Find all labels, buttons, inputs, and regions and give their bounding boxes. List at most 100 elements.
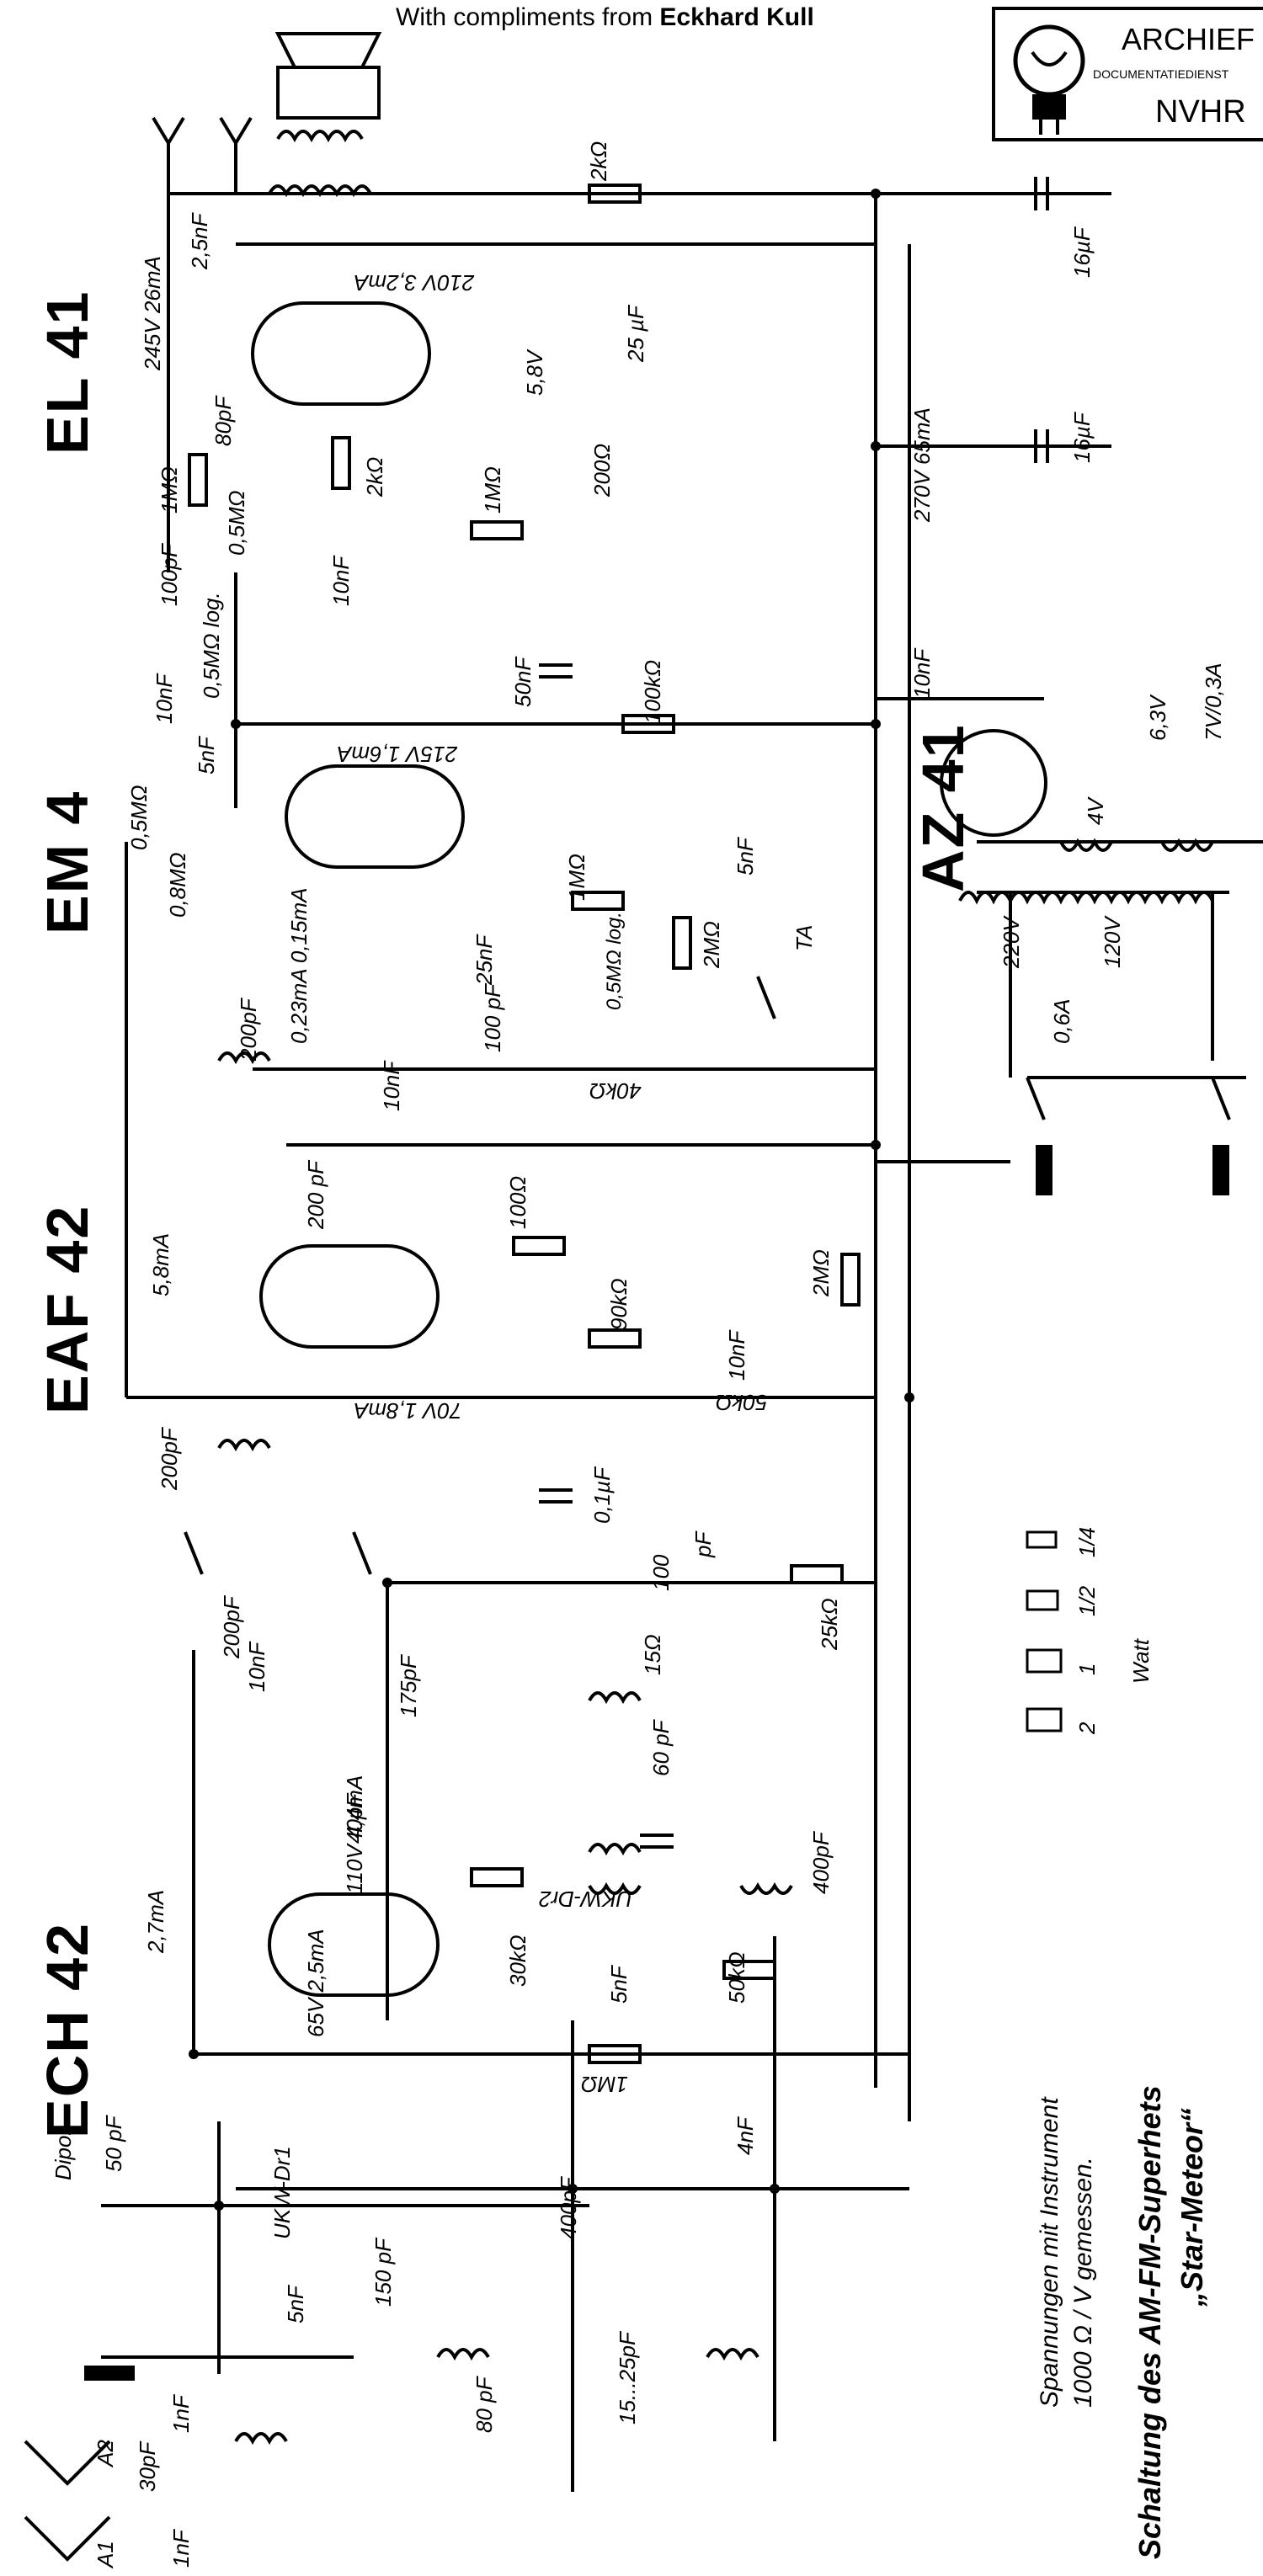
label-c-200pf-a: 200pF — [236, 998, 261, 1061]
legend-size-1: 1/4 — [1074, 1526, 1100, 1557]
label-r-200: 200Ω — [589, 443, 615, 497]
legend-watt-label: Watt — [1128, 1639, 1154, 1684]
label-r-2m-b: 2MΩ — [808, 1249, 834, 1296]
label-c-10nf-b: 10nF — [152, 673, 177, 724]
label-a1: A1 — [93, 2541, 118, 2568]
label-a2: A2 — [93, 2440, 118, 2467]
label-fuse: 0,6A — [1049, 998, 1074, 1045]
label-c-pf: pF — [690, 1531, 716, 1557]
label-r-1m-em: 1MΩ — [564, 854, 589, 901]
tube-label-em4: EM 4 — [35, 790, 100, 934]
label-c-10nf-a: 10nF — [328, 556, 354, 606]
label-v-70: 70V 1,8mA — [354, 1398, 462, 1424]
label-v-5-8: 5,8V — [522, 350, 547, 397]
label-r-40k: 40kΩ — [589, 1078, 642, 1104]
caption-title-line-2: „Star-Meteor“ — [1175, 2107, 1209, 2307]
label-r-0-8m: 0,8MΩ — [165, 852, 190, 918]
label-v-120: 120V — [1100, 917, 1125, 968]
caption-title-line-1: Schaltung des AM-FM-Superhets — [1132, 2085, 1167, 2559]
credit-line: With compliments from Eckhard Kull — [396, 3, 814, 32]
credit-author: Eckhard Kull — [659, 3, 814, 31]
label-v-65: 65V 2,5mA — [303, 1929, 328, 2037]
legend-size-4: 2 — [1074, 1722, 1100, 1734]
label-c-16uf-a: 16µF — [1069, 227, 1095, 278]
label-v-4: 4V — [1083, 798, 1108, 825]
tube-label-ech42: ECH 42 — [35, 1921, 100, 2138]
label-c-1nf: 1nF — [168, 2395, 194, 2433]
label-c-15-25: 15...25pF — [615, 2332, 640, 2424]
label-r-2m: 2MΩ — [699, 921, 724, 968]
label-r-100k: 100kΩ — [640, 659, 665, 724]
label-c-60pf: 60 pF — [648, 1720, 674, 1777]
label-c-10nf-d: 10nF — [379, 1061, 404, 1111]
label-c-16uf-b: 16µF — [1069, 412, 1095, 463]
label-c-200pf-b: 200 pF — [303, 1161, 328, 1229]
stamp-line-2: DOCUMENTATIEDIENST — [1093, 67, 1229, 81]
label-r-2k-out: 2kΩ — [586, 141, 611, 181]
label-c-100pf-c: 100 — [648, 1554, 674, 1591]
label-c-5nf-b: 5nF — [733, 838, 758, 876]
label-c-100pf-b: 100 pF — [480, 984, 505, 1052]
label-r-1m-a: 1MΩ — [157, 466, 182, 514]
label-r-0-5m-log: 0,5MΩ log. — [199, 592, 224, 699]
label-c-0-1uf: 0,1µF — [589, 1466, 615, 1524]
label-c-4nf: 4nF — [733, 2117, 758, 2155]
label-i-2-7: 2,7mA — [143, 1889, 168, 1953]
label-c-5nf-em: 5nF — [194, 737, 219, 774]
label-v-215: 215V 1,6mA — [337, 742, 458, 767]
label-c-10nf-c: 10nF — [909, 648, 935, 699]
label-r-1m-c: 1MΩ — [581, 2072, 628, 2097]
label-dipol: Dipol — [51, 2130, 76, 2180]
label-c-200pf-c: 200pF — [157, 1428, 182, 1490]
label-c-50nf: 50nF — [510, 657, 536, 707]
label-c-25nf: 25nF — [472, 934, 497, 985]
label-v-6-3: 6,3V — [1145, 695, 1170, 742]
legend-size-2: 1/2 — [1074, 1585, 1100, 1616]
tube-logo-icon — [1013, 24, 1085, 135]
label-v-270: 270V 65mA — [909, 407, 935, 522]
archive-stamp: ARCHIEF DOCUMENTATIEDIENST NVHR — [992, 7, 1263, 141]
label-c-400pf-b: 400pF — [556, 2177, 581, 2239]
label-c-150pf: 150 pF — [370, 2238, 396, 2307]
label-ta: TA — [791, 924, 817, 951]
tube-label-eaf42: EAF 42 — [35, 1204, 100, 1414]
label-c-1nf-b: 1nF — [168, 2530, 194, 2568]
label-c-5nf-d: 5nF — [283, 2286, 308, 2323]
label-c-30pf: 30pF — [135, 2441, 160, 2492]
label-i-5-8: 5,8mA — [148, 1232, 173, 1296]
label-c-200pf-d: 200pF — [219, 1596, 244, 1658]
label-v-245: 245V 26mA — [140, 256, 165, 370]
tube-label-az41: AZ 41 — [910, 723, 976, 892]
label-r-90k: 90kΩ — [606, 1278, 632, 1330]
label-r-0-5m-a: 0,5MΩ — [224, 490, 249, 556]
label-r-50k: 50kΩ — [716, 1390, 768, 1415]
label-r-0-5m-vol: 0,5MΩ log. — [603, 912, 626, 1010]
stamp-line-3: NVHR — [1155, 94, 1246, 130]
label-v-220: 220V — [999, 917, 1024, 968]
label-c-10nf-e: 10nF — [724, 1330, 749, 1381]
label-r-25k: 25kΩ — [817, 1598, 842, 1650]
label-c-80pf-b: 80 pF — [472, 2376, 497, 2434]
label-ukw-dr2: UKW-Dr2 — [539, 1887, 632, 1912]
label-v-210: 210V 3,2mA — [354, 270, 475, 295]
credit-prefix: With compliments from — [396, 3, 653, 31]
label-c-80pf: 80pF — [210, 396, 236, 446]
caption-measure-line-1: Spannungen mit Instrument — [1036, 2097, 1063, 2408]
label-r-30k: 30kΩ — [505, 1935, 530, 1987]
label-c-50pf: 50 pF — [101, 2116, 126, 2173]
label-c-400pf: 400pF — [808, 1832, 834, 1894]
label-r-15: 15Ω — [640, 1634, 665, 1675]
label-lamp: 7V/0,3A — [1201, 663, 1226, 741]
label-c-10nf-f: 10nF — [244, 1642, 269, 1692]
label-c-5nf-c: 5nF — [606, 1966, 632, 2004]
label-c-175pf: 175pF — [396, 1655, 421, 1717]
label-r-50k-b: 50kΩ — [724, 1951, 749, 2004]
label-i-em: 0,23mA 0,15mA — [286, 887, 312, 1044]
label-c-100pf: 100pF — [157, 544, 182, 606]
label-c-2n5: 2,5nF — [187, 213, 212, 270]
label-c-40pf: 40pF — [342, 1793, 367, 1844]
legend-size-3: 1 — [1074, 1663, 1100, 1675]
label-r-100-eaf: 100Ω — [505, 1175, 530, 1229]
caption-measure-line-2: 1000 Ω / V gemessen. — [1069, 2157, 1097, 2408]
